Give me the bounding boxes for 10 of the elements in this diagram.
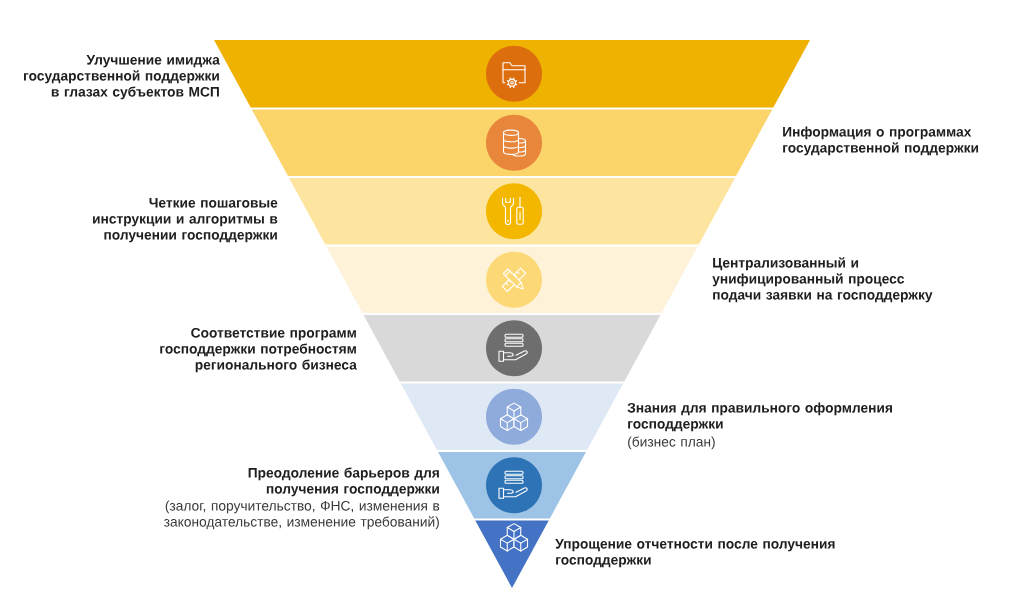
band-label: Преодоление барьеров для получения господдержки [248,467,439,497]
note: (залог, поручительство, ФНС, изменения в законодательстве, изменение требований) [164,500,440,530]
band-label: Четкие пошаговые инструкции и алгоритмы в получении господдержки [93,198,278,243]
band-label: Знания для правильного оформления господдержки [627,402,892,432]
band-label: Упрощение отчетности после получения господдержки [555,539,835,568]
band-label: Централизованный и унифицированный процесс подачи заявки на господдержку [712,257,933,303]
band-label: Информация о программах государственной поддержки [783,126,979,156]
note: (бизнес план) [628,436,715,450]
band-label: Улучшение имиджа государственной поддержки в глазах субъектов МСП [24,55,220,100]
band-label: Соответствие программ господдержки потребностям регионального бизнеса [160,327,357,373]
